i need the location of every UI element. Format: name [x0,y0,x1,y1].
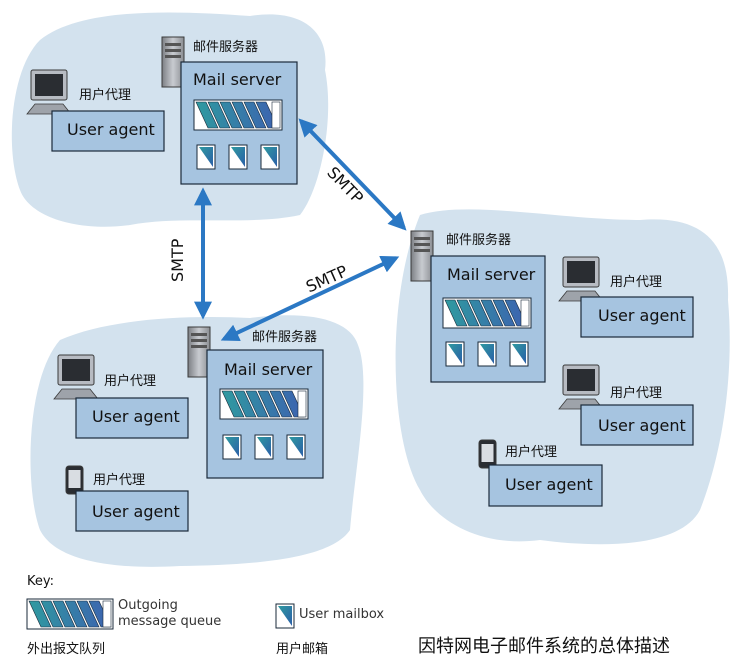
smtp-label: SMTP [168,238,187,282]
key-mailbox-icon [275,603,295,629]
mail-server-label: Mail server [224,360,313,379]
user-agent-box [51,110,165,152]
smartphone-icon [65,465,84,495]
user-agent-label: User agent [598,306,686,325]
mailbox-icon [196,144,216,170]
user-agent-label: User agent [92,502,180,521]
key-queue-label-zh: 外出报文队列 [27,642,106,657]
desktop-computer-icon [53,354,99,400]
message-queue-icon [193,99,283,131]
mailbox-icon [228,144,248,170]
message-queue-icon [442,297,532,329]
mailbox-icon [445,341,465,367]
user-agent-box [580,404,694,446]
user-agent-box [488,464,603,507]
key-queue-label: message queue [118,614,222,629]
mail-server-label-zh: 邮件服务器 [446,233,512,248]
mailbox-icon [286,434,306,460]
user-agent-box [75,397,189,439]
user-agent-label-zh: 用户代理 [104,374,157,389]
user-agent-label-zh: 用户代理 [93,473,146,488]
mailbox-icon [254,434,274,460]
key-queue-label: Outgoing [118,598,178,613]
mailbox-icon [222,434,242,460]
smtp-arrow-top-right [298,118,407,231]
smartphone-icon [478,439,497,469]
user-agent-label-zh: 用户代理 [610,386,663,401]
key-mailbox-label: User mailbox [299,607,385,622]
server-tower-icon [410,230,434,282]
mail-server-label: Mail server [193,70,282,89]
user-agent-label-zh: 用户代理 [505,445,558,460]
mail-server-label-zh: 邮件服务器 [252,330,318,345]
mailbox-icon [260,144,280,170]
mail-server-label: Mail server [447,265,536,284]
caption: 因特网电子邮件系统的总体描述 [418,636,670,657]
user-agent-label-zh: 用户代理 [79,88,132,103]
user-agent-label: User agent [67,120,155,139]
mailbox-icon [477,341,497,367]
key-mailbox-label-zh: 用户邮箱 [276,642,329,657]
mail-server-label-zh: 邮件服务器 [193,40,259,55]
desktop-computer-icon [26,69,72,115]
message-queue-icon [219,388,309,420]
key-message-queue-icon [26,598,114,630]
user-agent-label: User agent [505,475,593,494]
user-agent-label-zh: 用户代理 [610,275,663,290]
user-agent-label: User agent [92,407,180,426]
user-agent-label: User agent [598,416,686,435]
key-heading: Key: [27,574,55,589]
smtp-arrow-left-right [220,255,400,342]
desktop-computer-icon [558,364,604,410]
desktop-computer-icon [558,256,604,302]
mailbox-icon [509,341,529,367]
user-agent-box [580,296,694,338]
user-agent-box [75,490,189,532]
